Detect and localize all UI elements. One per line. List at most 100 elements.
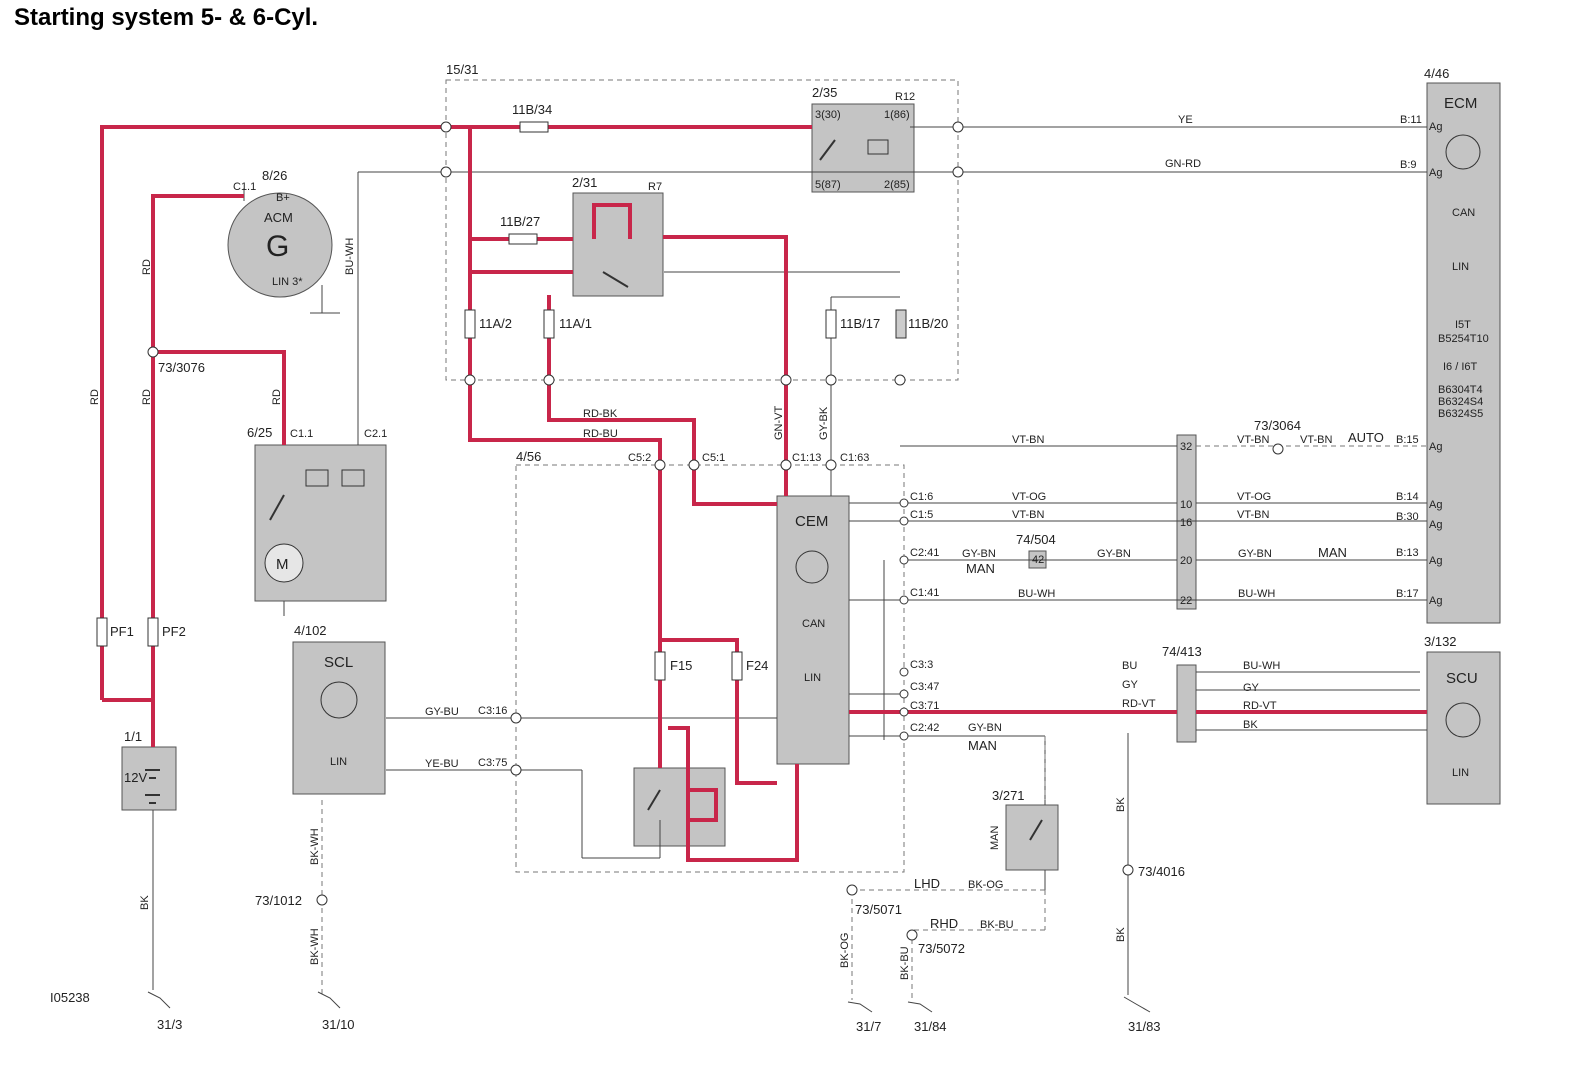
svg-text:C1:41: C1:41 [910,587,939,599]
svg-text:VT-BN: VT-BN [1237,434,1269,446]
svg-text:Ag: Ag [1429,167,1442,179]
cem-box [776,495,850,765]
svg-text:11B/17: 11B/17 [840,316,880,331]
svg-text:BU: BU [1122,660,1137,672]
svg-text:11B/27: 11B/27 [500,214,540,229]
svg-text:BK: BK [139,895,151,910]
gear-switch-box [1005,804,1059,871]
splice-1012-label: 73/1012 [255,893,302,908]
ecm-variant-1: I5T [1455,319,1471,331]
acm-symbol: G [266,230,289,263]
svg-text:C2:42: C2:42 [910,722,939,734]
svg-text:BK-OG: BK-OG [839,933,851,968]
scu-box [1426,651,1501,805]
svg-text:GY-BN: GY-BN [1238,548,1272,560]
svg-text:Ag: Ag [1429,595,1442,607]
connector-74-504-label: 74/504 [1016,532,1056,547]
relay-start-label: 2/31 [572,175,597,190]
svg-text:B:17: B:17 [1396,588,1419,600]
ecm-variant-6: B6324S5 [1438,408,1483,420]
junction-nodes [147,121,1284,941]
svg-text:GY-BN: GY-BN [968,722,1002,734]
svg-text:C1:13: C1:13 [792,452,821,464]
svg-text:B:14: B:14 [1396,491,1419,503]
svg-text:RD-BU: RD-BU [583,428,618,440]
svg-text:VT-OG: VT-OG [1237,491,1271,503]
starter-pin-c21: C2.1 [364,428,387,440]
svg-text:F24: F24 [746,658,768,673]
svg-text:C3:16: C3:16 [478,705,507,717]
acm-pin-c11: C1.1 [233,181,256,193]
relay-start-box [572,192,664,297]
svg-text:GY: GY [1243,682,1260,694]
svg-text:PF2: PF2 [162,624,186,639]
svg-text:MAN: MAN [968,738,997,753]
svg-text:RD-BK: RD-BK [583,408,618,420]
svg-text:B:13: B:13 [1396,547,1419,559]
cem-can: CAN [802,618,825,630]
cem-name: CEM [795,513,828,530]
svg-text:BK-OG: BK-OG [968,879,1003,891]
svg-text:B:30: B:30 [1396,511,1419,523]
splice-4016-label: 73/4016 [1138,864,1185,879]
svg-text:B:15: B:15 [1396,434,1419,446]
ground-31-10: 31/10 [322,1017,355,1032]
fusebox-label: 15/31 [446,62,479,77]
cem-box-label: 4/56 [516,449,541,464]
svg-text:RD-VT: RD-VT [1243,700,1277,712]
battery-ref-label: 1/1 [124,729,142,744]
svg-text:11B/34: 11B/34 [512,102,552,117]
ground-31-83: 31/83 [1128,1019,1161,1034]
svg-text:20: 20 [1180,555,1192,567]
svg-text:Ag: Ag [1429,441,1442,453]
component-labels: 15/31 2/35 R12 3(30) 1(86) 5(87) 2(85) 2… [124,62,1489,956]
svg-text:GN-VT: GN-VT [773,406,785,441]
diagram-id: I05238 [50,990,90,1005]
fusebox-border [445,79,959,381]
svg-text:BK: BK [1243,719,1258,731]
relay-main-name: R12 [895,91,915,103]
svg-text:YE-BU: YE-BU [425,758,459,770]
acm-generator [227,192,333,298]
diagram-title: Starting system 5- & 6-Cyl. [14,4,319,31]
svg-text:Ag: Ag [1429,499,1442,511]
cem-lin: LIN [804,672,821,684]
ecm-box [1426,82,1501,624]
svg-text:RD-VT: RD-VT [1122,698,1156,710]
svg-text:Ag: Ag [1429,121,1442,133]
svg-text:11B/20: 11B/20 [908,316,948,331]
svg-text:GY-BK: GY-BK [818,406,830,440]
svg-text:VT-BN: VT-BN [1012,509,1044,521]
ground-31-3: 31/3 [157,1017,182,1032]
gear-switch-label: MAN [989,826,1001,851]
svg-text:BK-BU: BK-BU [980,919,1014,931]
ground-labels: 31/3 31/10 31/7 31/84 31/83 I05238 [50,990,1161,1034]
svg-text:VT-BN: VT-BN [1300,434,1332,446]
svg-text:GY-BN: GY-BN [962,548,996,560]
ecm-can: CAN [1452,207,1475,219]
svg-text:AUTO: AUTO [1348,430,1384,445]
relay-main-pin-86: 1(86) [884,109,910,121]
svg-text:Ag: Ag [1429,519,1442,531]
relay-main-label: 2/35 [812,85,837,100]
battery-label: 12V [124,770,147,785]
svg-text:C3:75: C3:75 [478,757,507,769]
svg-text:RD: RD [141,389,153,405]
ground-symbols [147,991,1151,1013]
connector-74-413-box [1176,664,1197,743]
splice-5071-label: 73/5071 [855,902,902,917]
gear-switch-ref: 3/271 [992,788,1025,803]
svg-text:GY-BU: GY-BU [425,706,459,718]
ecm-name: ECM [1444,95,1477,112]
wire-color-labels: YE GN-RD BU-WH RD RD RD RD RD-BK RD-BU G… [89,114,1332,980]
ecm-variant-5: B6324S4 [1438,396,1483,408]
splice-3076-label: 73/3076 [158,360,205,375]
svg-text:BK-WH: BK-WH [309,928,321,965]
svg-text:BK-WH: BK-WH [309,828,321,865]
ecm-variant-3: I6 / I6T [1443,361,1478,373]
scu-name: SCU [1446,670,1478,687]
svg-text:LHD: LHD [914,876,940,891]
svg-text:22: 22 [1180,595,1192,607]
svg-text:BU-WH: BU-WH [1243,660,1280,672]
connector-block [1176,434,1197,610]
